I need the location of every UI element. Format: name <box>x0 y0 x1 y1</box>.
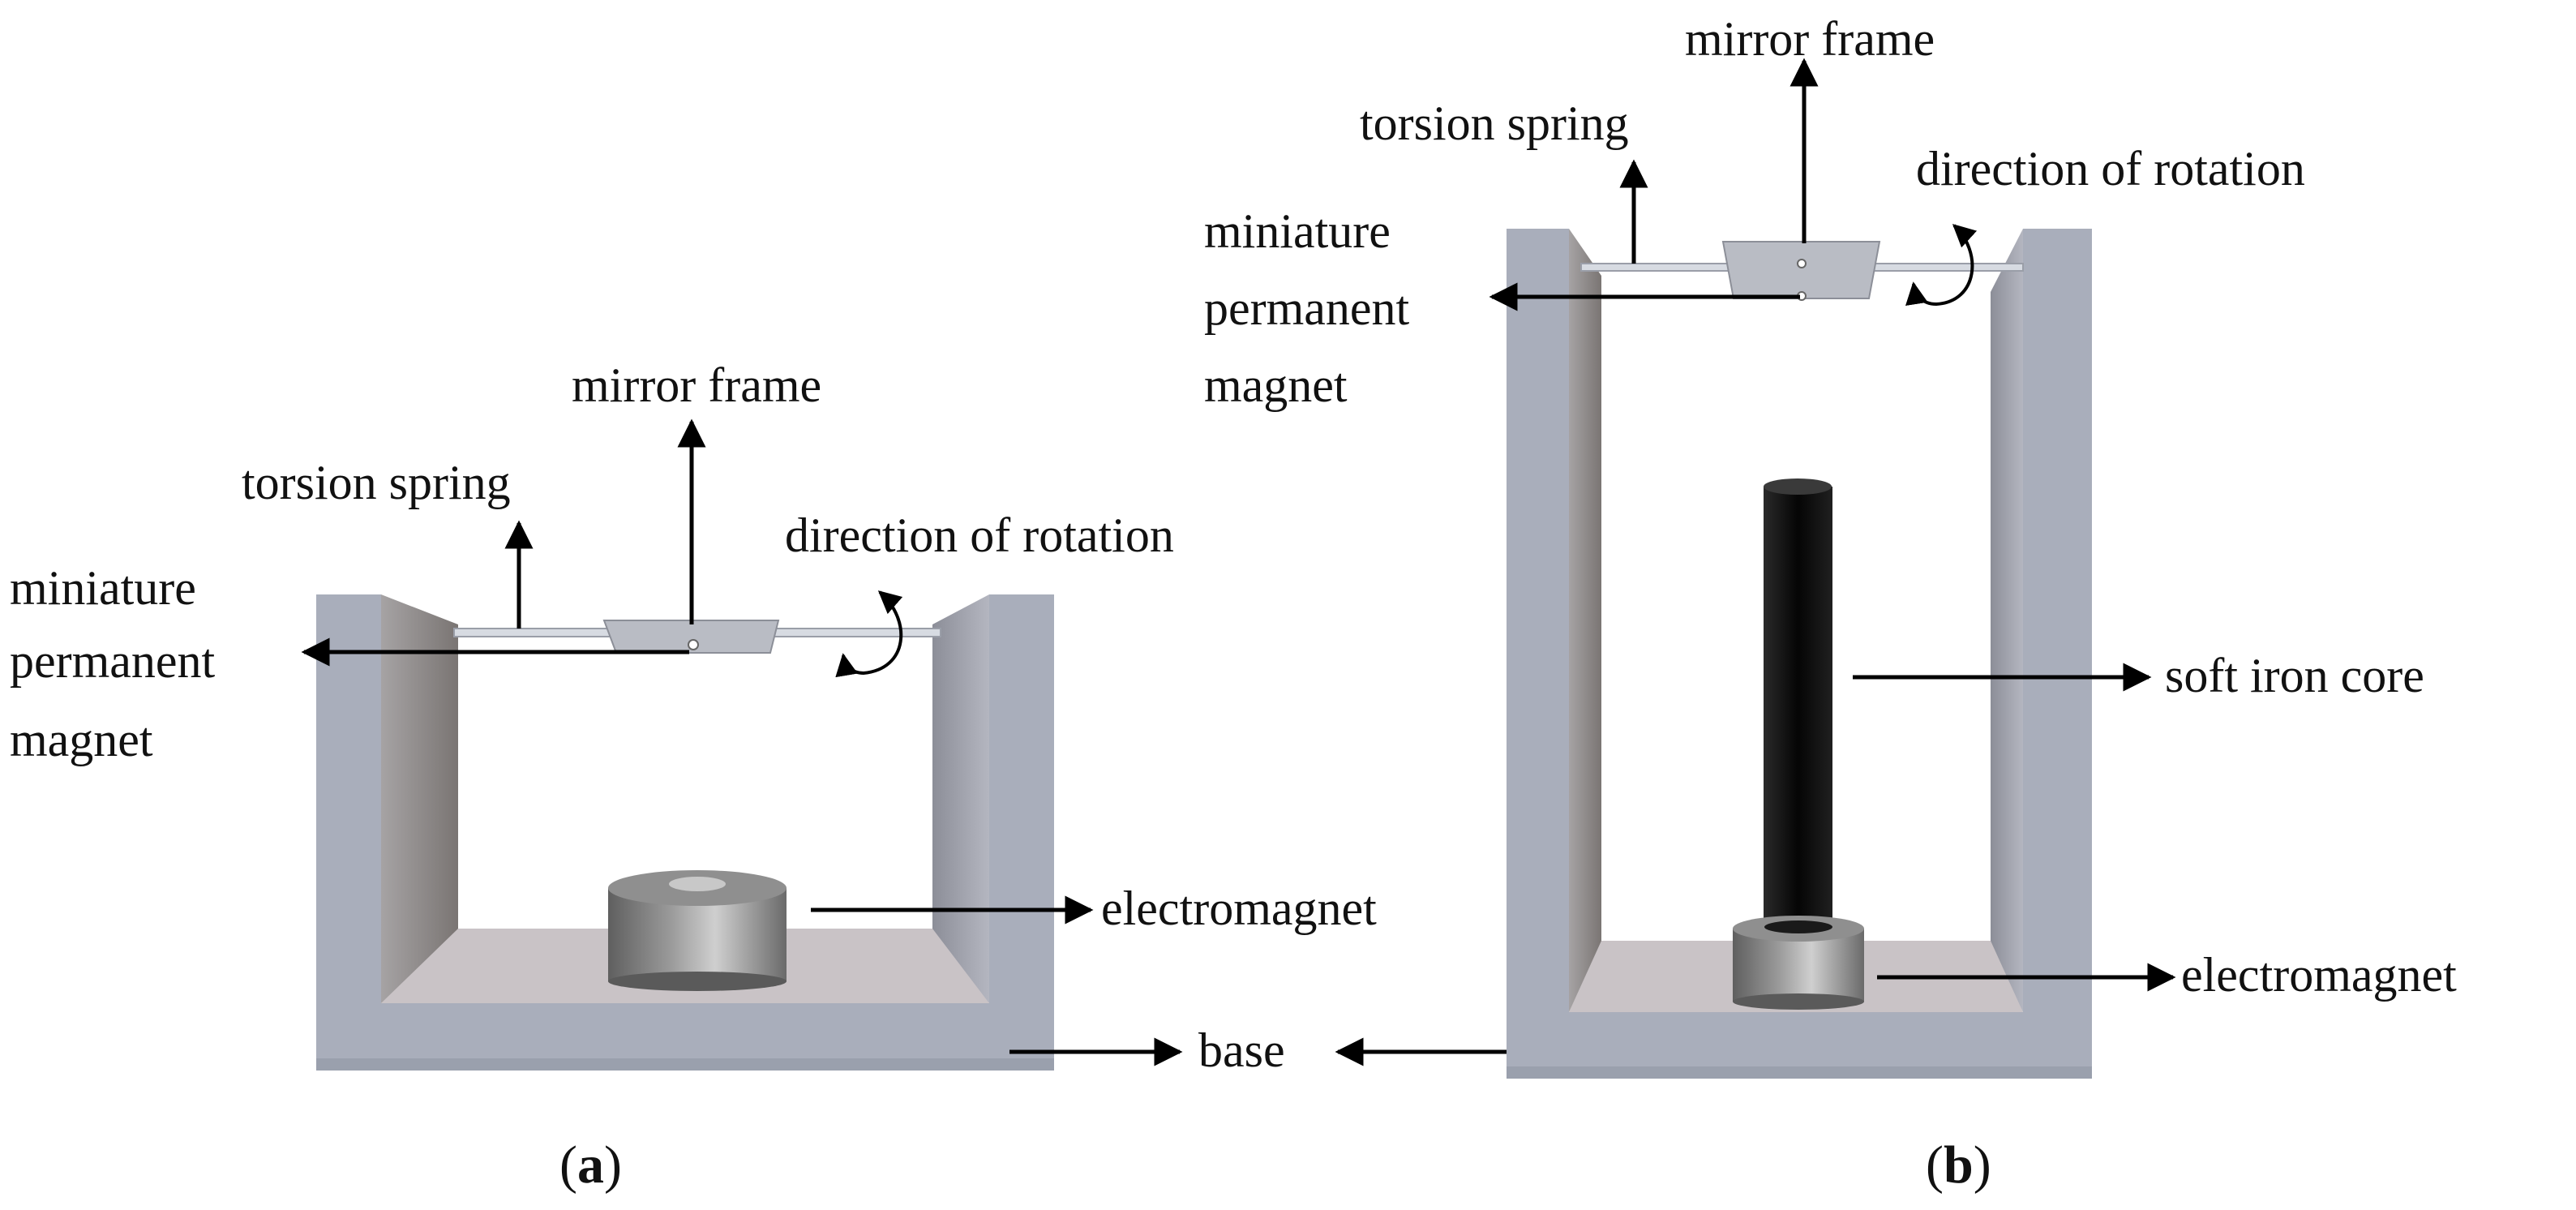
base-callout: base <box>1009 1023 1532 1077</box>
panel-b-frame <box>1507 229 2092 1079</box>
panel-b-magnet-label-line1: miniature <box>1204 204 1391 258</box>
panel-b-caption: (b) <box>1926 1135 1991 1195</box>
panel-a-mirror-frame <box>602 620 780 654</box>
panel-b: mirror frame torsion spring direction of… <box>1204 12 2457 1195</box>
panel-b-mirror-frame-label: mirror frame <box>1685 12 1935 66</box>
panel-b-electromagnet <box>1733 916 1864 1010</box>
panel-b-mirror-frame <box>1721 241 1881 299</box>
panel-a-frame <box>316 594 1054 1071</box>
panel-b-rotation-icon <box>1905 224 1978 307</box>
panel-a-torsion-spring-label: torsion spring <box>242 456 511 509</box>
panel-a-mirror-frame-label: mirror frame <box>572 358 821 412</box>
panel-a-magnet-label-line3: magnet <box>10 713 153 766</box>
base-label: base <box>1198 1023 1285 1077</box>
panel-b-magnet-label-line2: permanent <box>1204 281 1410 335</box>
panel-a-permanent-magnet <box>688 639 699 650</box>
panel-a-rotation-icon <box>835 590 903 678</box>
panel-a-magnet-label-line1: miniature <box>10 561 196 615</box>
panel-a: mirror frame torsion spring direction of… <box>10 358 1377 1195</box>
panel-b-torsion-spring-label: torsion spring <box>1360 97 1629 150</box>
panel-b-rotation-label: direction of rotation <box>1916 142 2305 195</box>
panel-a-electromagnet <box>608 870 787 991</box>
panel-a-magnet-label-line2: permanent <box>10 634 216 688</box>
panel-b-soft-iron-core <box>1764 478 1832 937</box>
panel-b-mirror-pin-top <box>1797 259 1807 268</box>
panel-b-soft-iron-core-label: soft iron core <box>2165 649 2424 702</box>
panel-b-electromagnet-label: electromagnet <box>2181 948 2457 1002</box>
panel-a-caption: (a) <box>559 1135 622 1195</box>
panel-b-magnet-label-line3: magnet <box>1204 358 1348 412</box>
panel-a-electromagnet-label: electromagnet <box>1101 882 1377 935</box>
panel-a-rotation-label: direction of rotation <box>785 508 1174 562</box>
